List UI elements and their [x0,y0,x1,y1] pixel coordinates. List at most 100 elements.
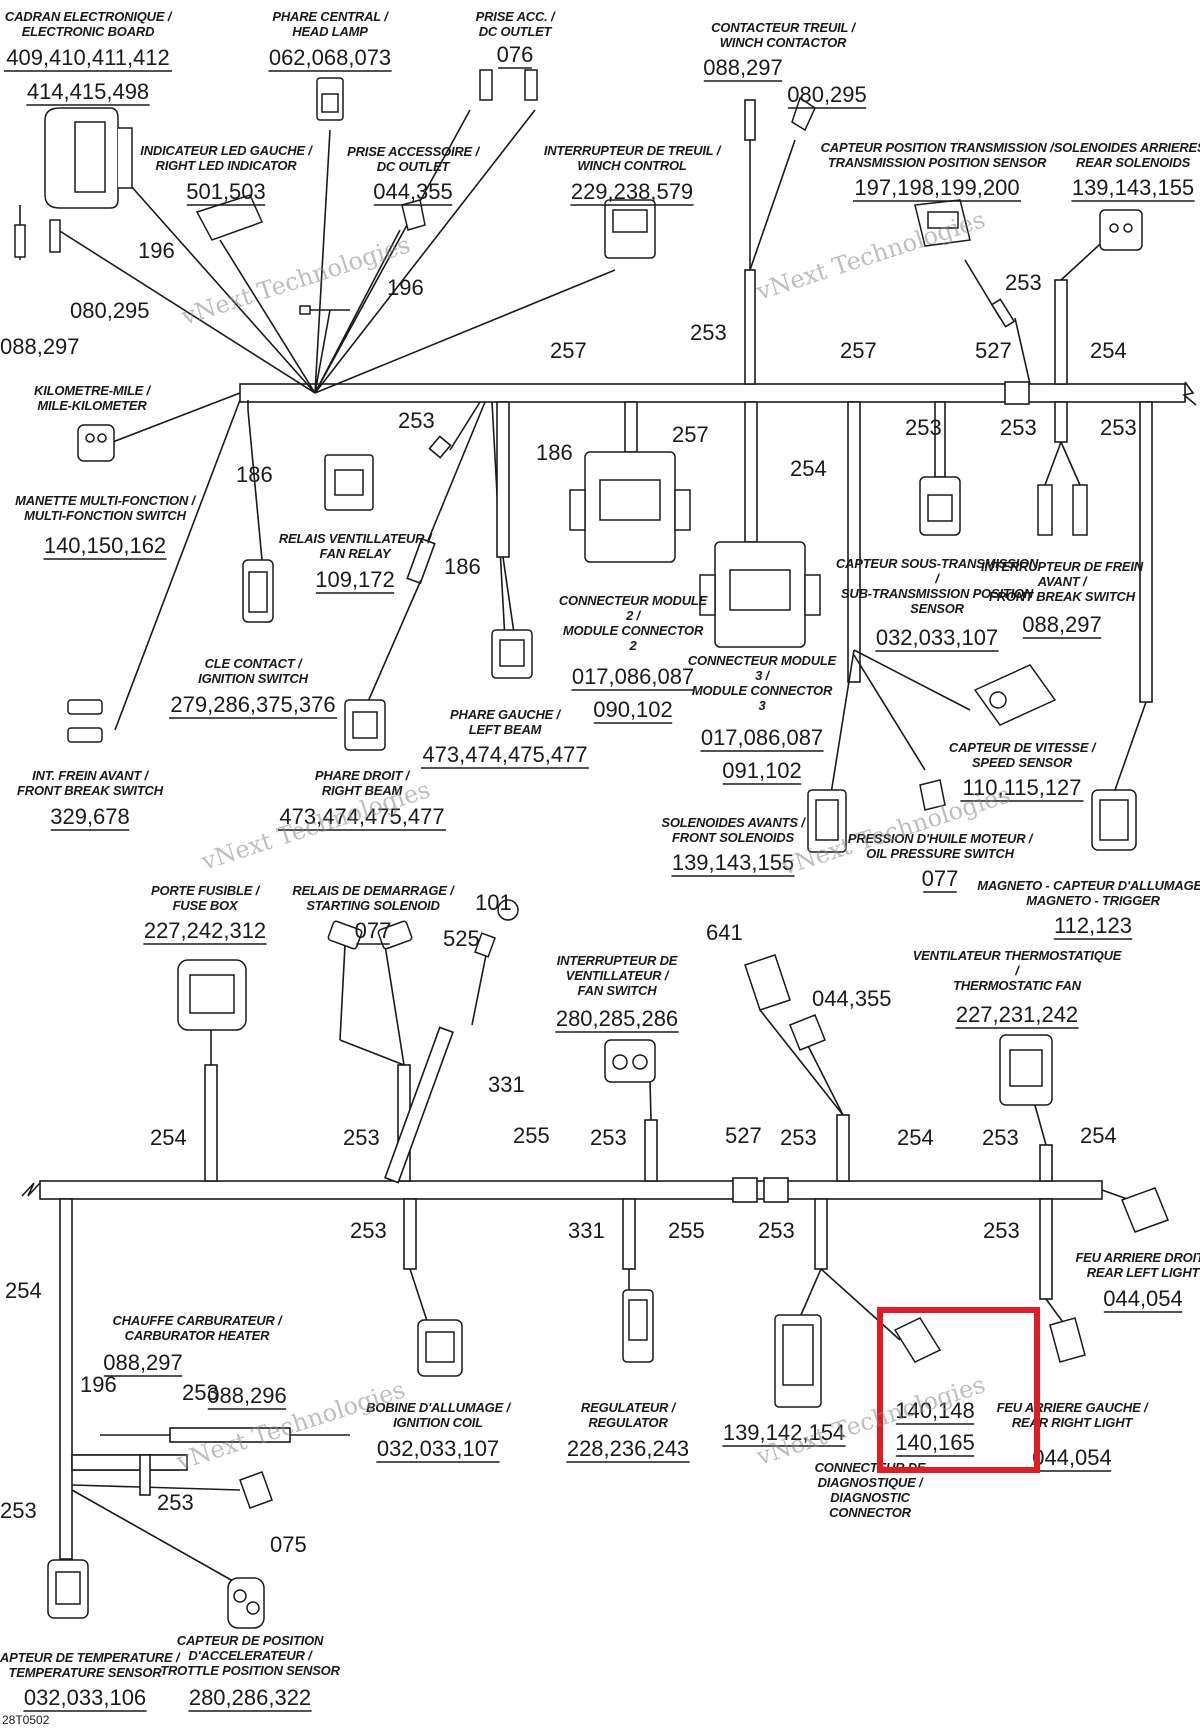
component-title-fr: INTERRUPTEUR DE FREIN [981,559,1144,574]
component-title-fr: REGULATEUR / [581,1400,677,1415]
component-title-en: IGNITION SWITCH [198,671,308,686]
part-numbers: 197,198,199,200 [854,175,1019,200]
part-numbers: 139,143,155 [672,850,794,875]
component-rear-right-light: FEU ARRIERE GAUCHE /REAR RIGHT LIGHT044,… [997,1400,1149,1472]
wire-label: 255 [513,1123,550,1148]
component-title-en: FRONT BREAK SWITCH [17,783,164,798]
wire-label: 254 [1090,338,1127,363]
wire-label: 253 [182,1380,219,1405]
component-magneto-trigger: MAGNETO - CAPTEUR D'ALLUMAGE /MAGNETO - … [977,878,1200,940]
head-lamp-connector-icon [316,77,344,121]
component-title-fr: CHAUFFE CARBURATEUR / [113,1313,283,1328]
electronic-board-connector-icon [14,107,133,260]
part-numbers: 228,236,243 [567,1436,689,1461]
watermark-text: vNext Technologies [177,230,413,331]
component-title-fr: / [934,571,940,586]
part-numbers: 280,285,286 [556,1006,678,1031]
thermostatic-fan-connector-icon [999,1034,1053,1106]
component-title-en: SUB-TRANSMISSION POSITION [841,586,1034,601]
wire-label: 253 [905,415,942,440]
ignition-switch-connector-icon [242,559,274,623]
right-beam-connector-icon [344,699,386,751]
component-title-en: FAN RELAY [320,546,392,561]
winch-control-connector-icon [604,199,656,259]
component-title-fr: CONNECTEUR MODULE [688,653,837,668]
component-title-en: REAR RIGHT LIGHT [1012,1415,1134,1430]
connector-641-icon [744,954,826,1051]
front-break-switch-right-icon [1037,484,1088,536]
component-front-break-switch-left: INT. FREIN AVANT /FRONT BREAK SWITCH329,… [17,768,164,831]
drawing-code: 28T0502 [2,1713,50,1727]
part-numbers: 044,355 [373,179,453,204]
component-title-en: FRONT BREAK SWITCH [989,589,1136,604]
watermark-text: vNext Technologies [752,205,988,306]
component-electronic-board: CADRAN ELECTRONIQUE /ELECTRONIC BOARD409… [4,9,173,106]
component-title-fr: CAPTEUR POSITION TRANSMISSION / [821,140,1055,155]
component-carburator-heater: CHAUFFE CARBURATEUR /CARBURATOR HEATER08… [103,1313,287,1410]
part-numbers: 110,115,127 [962,775,1081,800]
component-title-fr: PHARE GAUCHE / [450,707,561,722]
part-numbers: 140,150,162 [44,533,166,558]
component-title-en: 3 [758,698,766,713]
component-multi-function-switch: MANETTE MULTI-FONCTION /MULTI-FONCTION S… [15,493,197,560]
component-title-en: RIGHT BEAM [322,783,404,798]
wire-label: 196 [138,238,175,263]
diagnostic-connector-highlight [877,1307,1040,1473]
component-mile-kilometer: KILOMETRE-MILE /MILE-KILOMETER [34,383,152,413]
component-title-fr: CONNECTEUR MODULE [559,593,708,608]
temperature-sensor-connector-icon [47,1559,89,1619]
rear-right-light-connector-icon [1049,1317,1086,1363]
wire-label: 253 [1100,415,1137,440]
module-connector-3-icon [699,541,821,648]
part-numbers: 139,143,155 [1072,175,1194,200]
component-title-en: FRONT SOLENOIDS [672,830,794,845]
fuse-box-connector-icon [177,959,247,1031]
component-title-fr: PRISE ACC. / [476,9,556,24]
component-title-en: OIL PRESSURE SWITCH [866,846,1014,861]
wire-label: 253 [982,1125,1019,1150]
oil-pressure-switch-icon [919,779,946,811]
component-title-fr: FEU ARRIERE GAUCHE / [997,1400,1149,1415]
part-numbers: 501,503 [186,179,266,204]
winch-contactor-terminal-icon [791,96,816,132]
wire-label: 253 [758,1218,795,1243]
wire-label: 254 [150,1125,187,1150]
wire-label: 254 [790,456,827,481]
lower-branches [59,944,1131,1586]
regulator-connector-icon [622,1289,654,1363]
component-title-en: TEMPERATURE SENSOR [9,1665,163,1680]
component-title-en: WINCH CONTACTOR [720,35,847,50]
wire-label: 186 [236,462,273,487]
component-sub-transmission-position-sensor: CAPTEUR SOUS-TRANSMISSION/SUB-TRANSMISSI… [836,556,1039,652]
component-title-en: HEAD LAMP [292,24,368,39]
component-winch-contactor: CONTACTEUR TREUIL /WINCH CONTACTOR088,29… [703,20,867,109]
component-title-fr: PORTE FUSIBLE / [151,883,261,898]
part-numbers: 329,678 [50,804,130,829]
component-transmission-position-sensor: CAPTEUR POSITION TRANSMISSION /TRANSMISS… [821,140,1055,202]
wire-label: 527 [975,338,1012,363]
part-numbers: 044,054 [1103,1286,1183,1311]
component-title-fr: SOLENOIDES AVANTS / [661,815,806,830]
component-title-en: REAR SOLENOIDS [1076,155,1191,170]
component-title-fr: DIAGNOSTIQUE / [818,1475,924,1490]
wire-label: 257 [840,338,877,363]
component-title-fr: CLE CONTACT / [205,656,303,671]
wire-label: 525 [443,926,480,951]
component-title-fr: BOBINE D'ALLUMAGE / [366,1400,511,1415]
fan-switch-connector-icon [604,1039,656,1083]
component-title-fr: CAPTEUR DE TEMPERATURE / [0,1650,181,1665]
part-numbers: 090,102 [593,697,673,722]
front-solenoids-connector-icon [807,789,847,853]
wire-label: 253 [398,408,435,433]
wire-label: 254 [5,1278,42,1303]
component-labels: CADRAN ELECTRONIQUE /ELECTRONIC BOARD409… [0,9,1200,1712]
wire-label: 255 [668,1218,705,1243]
wire-label: 253 [1005,270,1042,295]
wire-label: 253 [0,1498,37,1523]
component-ignition-coil: BOBINE D'ALLUMAGE /IGNITION COIL032,033,… [366,1400,512,1463]
component-title-en: SENSOR [910,601,965,616]
